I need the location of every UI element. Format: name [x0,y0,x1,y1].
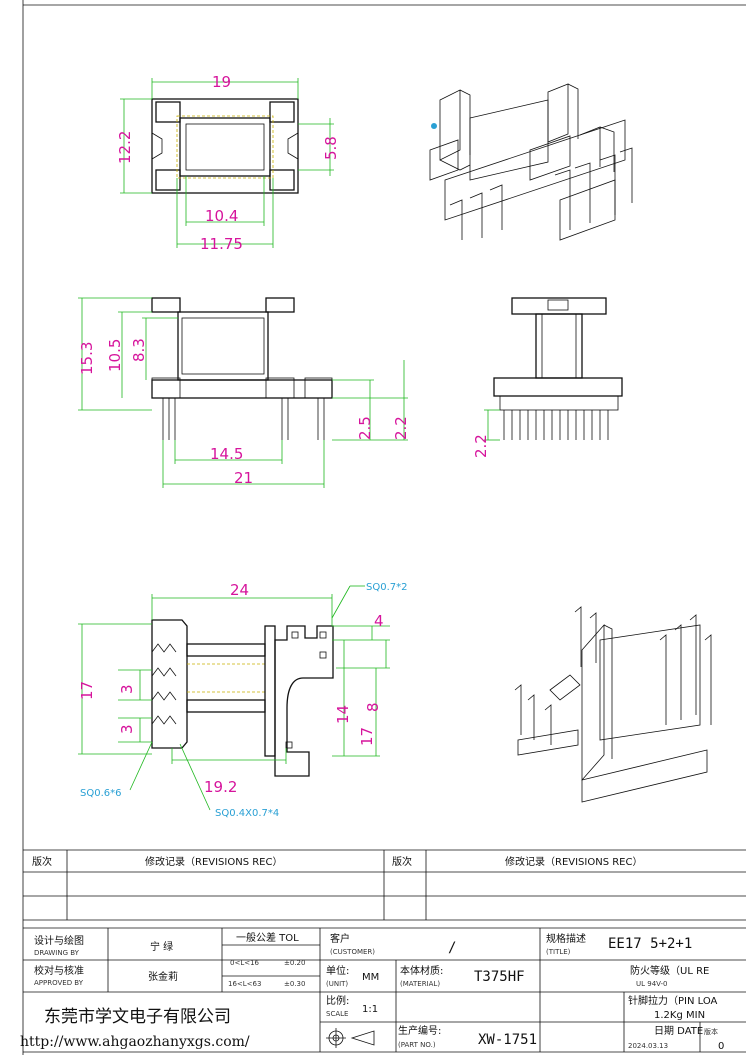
isometric-view-bottom [514,606,712,803]
dim-front-flange-height: 10.5 [106,339,124,372]
part-no-value: XW-1751 [478,1032,537,1048]
dim-top-outer-width: 11.75 [200,235,243,253]
pin-tension-value: 1.2Kg MIN [654,1010,705,1021]
tol-row1-range: 0<L<16 [230,959,260,967]
version-value: 0 [718,1041,724,1052]
dim-pin-pitch-b: 3 [118,724,136,734]
top-view [120,78,334,248]
flame-value: UL 94V-0 [636,980,668,988]
part-no-label-en: (PART NO.) [398,1041,436,1049]
title-block-grid [23,927,746,1053]
dim-pin-span-14: 14 [334,705,352,724]
pin-view [78,585,390,811]
company-name: 东莞市学文电子有限公司 [44,1007,231,1027]
dim-front-base-width: 21 [234,469,253,487]
pin-note-left: SQ0.6*6 [80,788,121,799]
material-label: 本体材质: [400,964,443,977]
customer-label: 客户 [330,932,350,945]
pin-note-bottom: SQ0.4X0.7*4 [215,808,279,819]
unit-label: 单位: [326,964,349,977]
part-no-label: 生产编号: [398,1024,441,1037]
pin-tension-label: 针脚拉力（PIN LOA [628,994,718,1007]
dim-pin-base-span: 19.2 [204,778,237,796]
spec-label-en: (TITLE) [546,948,571,956]
tolerance-label: 一般公差 TOL [236,931,299,944]
customer-value: / [448,940,456,956]
dim-pin-height: 17 [78,681,96,700]
material-label-en: (MATERIAL) [400,980,440,988]
version-label: 版本 [704,1027,718,1036]
dim-front-pin-length-1: 2.5 [356,416,374,440]
dim-front-total-height: 15.3 [78,342,96,375]
rev-col-rec-right: 修改记录（REVISIONS REC） [505,855,642,868]
dim-front-pin-length-2: 2.2 [392,416,410,440]
unit-value: MM [362,972,379,983]
dim-top-width: 19 [212,73,231,91]
isometric-view-top [429,83,633,241]
drawing-by-label: 设计与绘图 [34,934,84,947]
tol-row2-value: ±0.30 [284,980,305,988]
dim-side-pin-length: 2.2 [472,434,490,458]
dim-pin-span-8: 8 [364,702,382,712]
revisions-table [23,849,746,921]
tol-row2-range: 16<L<63 [228,980,261,988]
approved-by-label: 校对与核准 [34,964,84,977]
pin1-marker-icon [431,123,437,129]
dim-pin-pitch-a: 3 [118,684,136,694]
spec-value: EE17 5+2+1 [608,936,692,952]
scale-label-en: SCALE [326,1010,348,1018]
side-view [484,297,623,441]
rev-col-no-right: 版次 [392,855,412,868]
customer-label-en: (CUSTOMER) [330,948,375,956]
drawing-by-value: 宁 绿 [150,940,173,953]
spec-label: 规格描述 [546,932,586,945]
company-url: http://www.ahgaozhanyxgs.com/ [20,1034,250,1050]
dim-front-winding-height: 8.3 [130,338,148,362]
dim-front-pin-span: 14.5 [210,445,243,463]
projection-symbol-icon [326,1028,375,1048]
approved-by-label-en: APPROVED BY [34,979,84,987]
date-value: 2024.03.13 [628,1042,668,1050]
dim-top-window: 5.8 [322,136,340,160]
dim-top-height: 12.2 [116,131,134,164]
scale-label: 比例: [326,994,349,1007]
flame-label: 防火等级（UL RE [630,964,709,977]
material-value: T375HF [474,969,525,985]
approved-by-value: 张金莉 [148,970,178,983]
dim-top-inner-width: 10.4 [205,207,238,225]
dim-pin-right-pitch: 4 [374,612,384,630]
scale-value: 1:1 [362,1004,378,1015]
drawing-by-label-en: DRAWING BY [34,949,80,957]
tol-row1-value: ±0.20 [284,959,305,967]
rev-col-no-left: 版次 [32,855,52,868]
dim-pin-width: 24 [230,581,249,599]
rev-col-rec-left: 修改记录（REVISIONS REC） [145,855,282,868]
dim-pin-span-17: 17 [358,727,376,746]
date-label: 日期 DATE [654,1025,703,1037]
pin-note-right: SQ0.7*2 [366,582,407,593]
front-view [78,297,408,488]
unit-label-en: (UNIT) [326,980,348,988]
